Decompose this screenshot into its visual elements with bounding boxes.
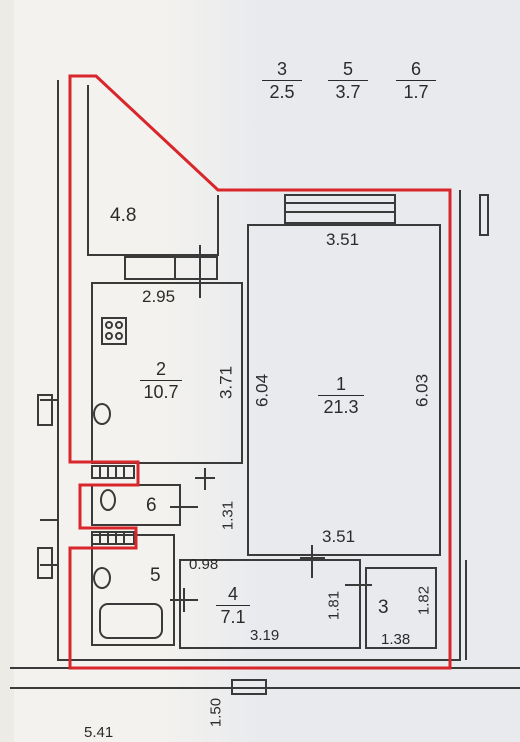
apartment-boundary [68, 74, 452, 670]
dim-bottom-left: 5.41 [84, 724, 114, 741]
toilet [100, 489, 116, 511]
dim-main-bottom: 3.51 [322, 527, 356, 546]
room-3-walls [365, 567, 437, 649]
vent-grille-1 [91, 465, 135, 479]
ratio-room-5: 5 3.7 [328, 60, 368, 101]
room-2-label: 2 10.7 [140, 360, 182, 401]
dim-below-plan: 1.50 [207, 697, 225, 728]
vent-grille-2 [91, 531, 135, 545]
ratio-room-3: 3 2.5 [262, 60, 302, 101]
loggia-area: 4.8 [110, 205, 137, 226]
dim-hall-right: 1.81 [325, 590, 343, 621]
loggia-door [124, 256, 218, 280]
ratio-room-6: 6 1.7 [396, 60, 436, 101]
room-1-label: 1 21.3 [318, 375, 364, 416]
dim-wc-side: 1.31 [219, 500, 237, 531]
dim-closet-bottom: 1.38 [381, 631, 411, 648]
room-4-label: 4 7.1 [216, 585, 250, 626]
window-main [284, 194, 396, 224]
external-wall-marks [40, 399, 58, 566]
room-6-label: 6 [146, 495, 157, 516]
stove [101, 317, 127, 345]
dim-hall-left: 0.98 [189, 556, 219, 573]
room-4-walls [179, 559, 361, 649]
room-5-label: 5 [150, 565, 161, 586]
dim-hall-bottom: 3.19 [250, 627, 280, 644]
dim-kitchen-top: 2.95 [142, 287, 176, 306]
outer-wall [57, 80, 461, 661]
dim-kitchen-right: 3.71 [216, 365, 236, 400]
dim-closet-right: 1.82 [415, 585, 433, 616]
dim-main-left: 6.04 [252, 373, 272, 408]
bath-sink [93, 567, 111, 589]
kitchen-sink [93, 403, 111, 425]
bathtub [99, 603, 163, 639]
dim-main-top: 3.51 [326, 230, 360, 249]
room-3-label: 3 [378, 597, 389, 618]
loggia-wall [87, 85, 219, 256]
room-1-walls [247, 224, 441, 556]
dim-main-right: 6.03 [412, 373, 432, 408]
room-2-walls [91, 282, 243, 464]
